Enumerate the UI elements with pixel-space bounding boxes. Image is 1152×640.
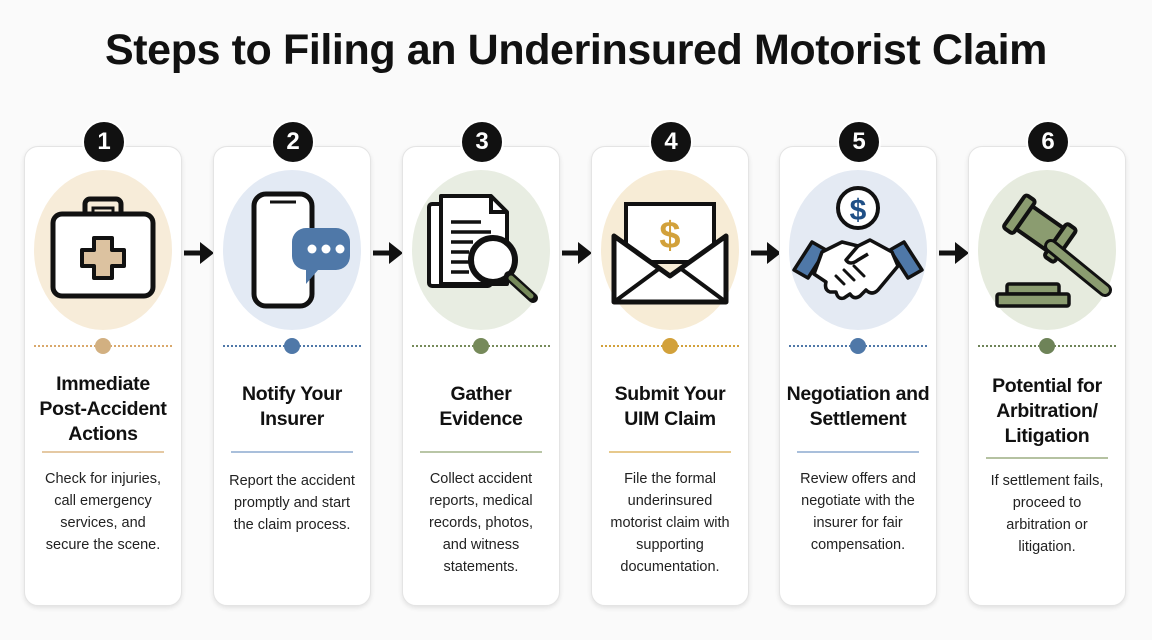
step-description: If settlement fails, proceed to arbitrat… (990, 473, 1104, 555)
step-description: Check for injuries, call emergency servi… (44, 471, 162, 553)
title-underline (986, 457, 1108, 459)
phone-chat-icon (251, 191, 350, 309)
step-title: Potential for Arbitration/ Litigation (992, 375, 1102, 447)
step-number-badge: 4 (649, 120, 693, 164)
step-description: File the formal underinsured motorist cl… (610, 471, 730, 575)
title-underline (420, 451, 542, 453)
step-number-badge: 1 (82, 120, 126, 164)
step-card-6: 6 Potential for Arbitration/ Litigation … (968, 120, 1126, 606)
step-number-badge: 6 (1026, 120, 1070, 164)
step-card-4: 4 $ Submit Your UIM Claim File the forma… (591, 120, 749, 606)
step-number-badge: 3 (460, 120, 504, 164)
arrow-right-icon (751, 242, 781, 264)
step-card-1: 1 Immediate Post-Accident Actions Check … (24, 120, 182, 606)
step-card-3: 3 Gather Evidence Collect accident repor… (402, 120, 560, 606)
arrow-right-icon (373, 242, 403, 264)
title-underline (797, 451, 919, 453)
dotted-divider (34, 338, 172, 354)
svg-text:$: $ (659, 215, 680, 257)
documents-magnifier-icon (427, 194, 538, 303)
first-aid-kit-icon (50, 196, 156, 299)
gavel-icon (995, 193, 1112, 308)
step-card-5: 5 $ Negotiation and Settlement Review of… (779, 120, 937, 606)
arrow-right-icon (562, 242, 592, 264)
dotted-divider (978, 338, 1116, 354)
step-number-badge: 2 (271, 120, 315, 164)
step-description: Collect accident reports, medical record… (429, 471, 533, 575)
step-description: Review offers and negotiate with the ins… (800, 471, 916, 553)
step-title: Gather Evidence (439, 383, 523, 430)
dotted-divider (223, 338, 361, 354)
title-underline (609, 451, 731, 453)
title-underline (231, 451, 353, 453)
page-title: Steps to Filing an Underinsured Motorist… (104, 26, 1047, 74)
dotted-divider (789, 338, 927, 354)
step-title: Immediate Post-Accident Actions (39, 373, 167, 445)
title-underline (42, 451, 164, 453)
handshake-dollar-icon: $ (792, 186, 924, 301)
step-title: Negotiation and Settlement (786, 383, 930, 430)
step-number-badge: 5 (837, 120, 881, 164)
arrow-right-icon (939, 242, 969, 264)
arrow-right-icon (184, 242, 214, 264)
step-title: Submit Your UIM Claim (614, 383, 726, 430)
envelope-dollar-icon: $ (611, 202, 729, 305)
step-card-2: 2 Notify Your Insurer Report the acciden… (213, 120, 371, 606)
dotted-divider (601, 338, 739, 354)
step-description: Report the accident promptly and start t… (229, 473, 355, 533)
svg-text:$: $ (850, 194, 867, 227)
step-title: Notify Your Insurer (242, 383, 342, 430)
dotted-divider (412, 338, 550, 354)
